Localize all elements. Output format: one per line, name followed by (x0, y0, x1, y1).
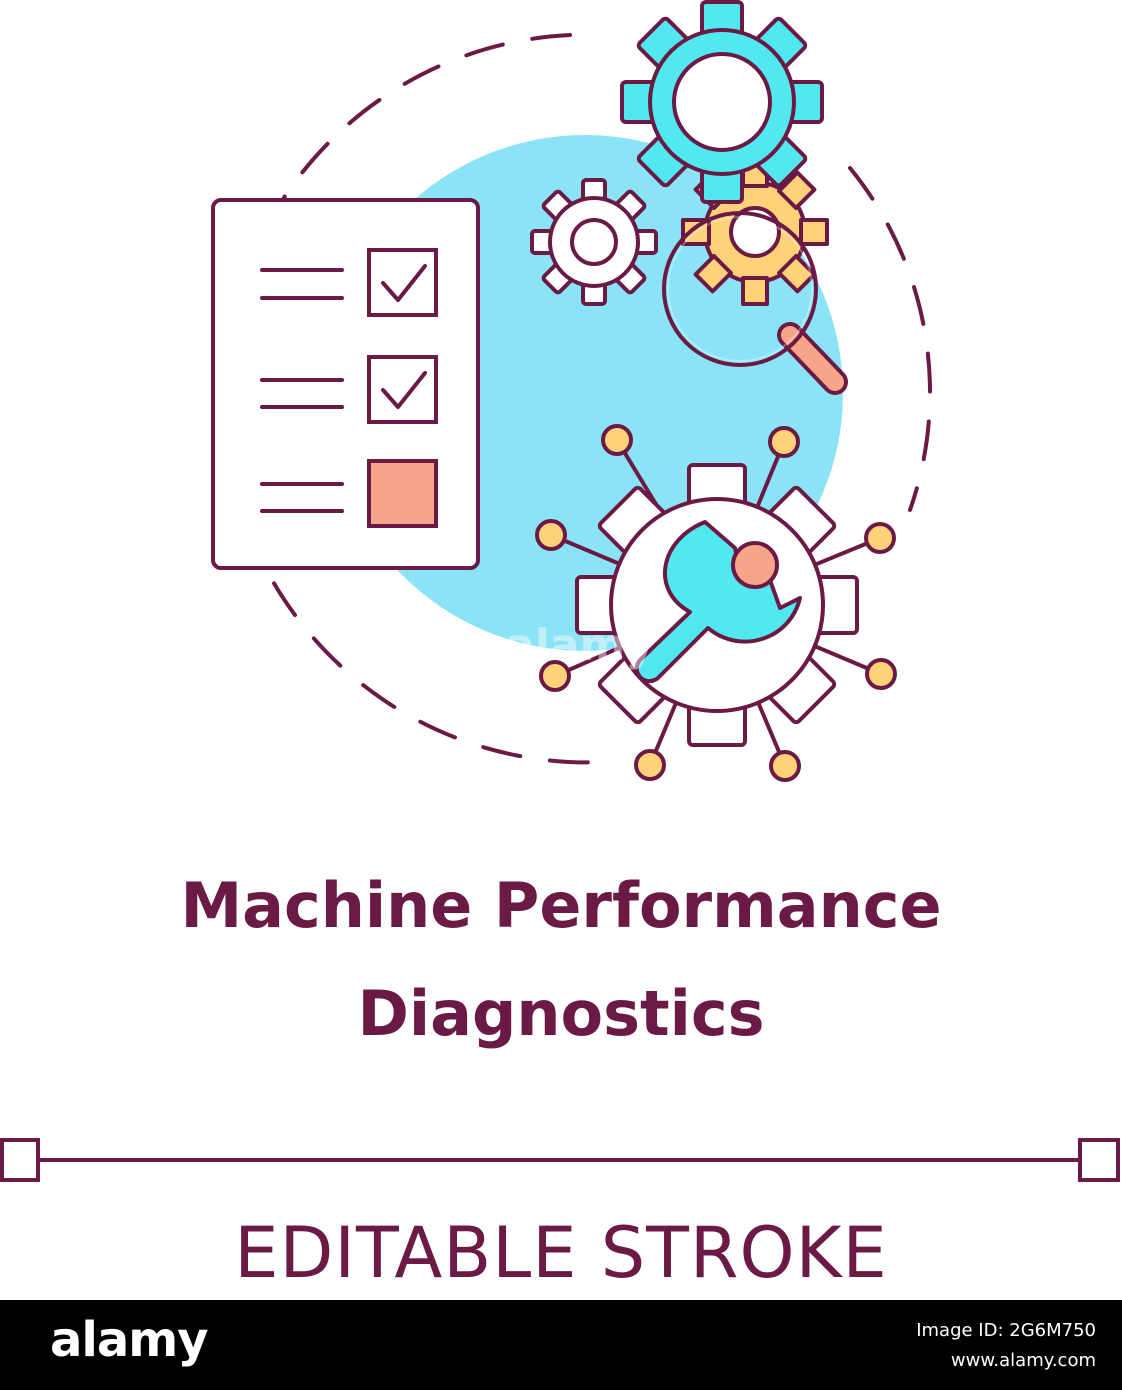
illustration (211, 0, 933, 782)
page-title: Machine Performance Diagnostics (0, 852, 1122, 1068)
title-line-1: Machine Performance (180, 869, 942, 942)
editable-stroke-label: EDITABLE STROKE (234, 1212, 888, 1294)
site-link[interactable]: www.alamy.com (950, 1350, 1096, 1371)
small-gear-icon (530, 178, 658, 306)
image-id: Image ID: 2G6M750 (916, 1320, 1096, 1341)
checkbox-checked (367, 355, 438, 424)
node (539, 660, 571, 692)
large-gear-icon (620, 0, 824, 204)
node (535, 519, 567, 551)
footer-logo[interactable]: alamy (50, 1312, 209, 1368)
node (864, 522, 896, 554)
checkbox-pending (367, 459, 438, 528)
footer-meta: Image ID: 2G6M750 www.alamy.com (916, 1316, 1096, 1376)
editable-stroke-divider (0, 1138, 1120, 1182)
stroke-handle-right (1078, 1138, 1120, 1182)
checkbox-checked (367, 248, 438, 317)
node (601, 424, 633, 456)
checklist-icon (211, 198, 480, 570)
network-gear-wrench-icon (535, 424, 897, 782)
node (865, 658, 897, 690)
dashed-orbit-right (848, 166, 933, 512)
stroke-handle-left (0, 1138, 40, 1182)
node (768, 426, 800, 458)
magnifying-glass-icon (662, 211, 848, 395)
footer-bar: alamy Image ID: 2G6M750 www.alamy.com (0, 1300, 1122, 1390)
node (769, 750, 801, 782)
node (634, 749, 666, 781)
title-line-2: Diagnostics (357, 977, 765, 1050)
wrench-icon (634, 520, 802, 684)
